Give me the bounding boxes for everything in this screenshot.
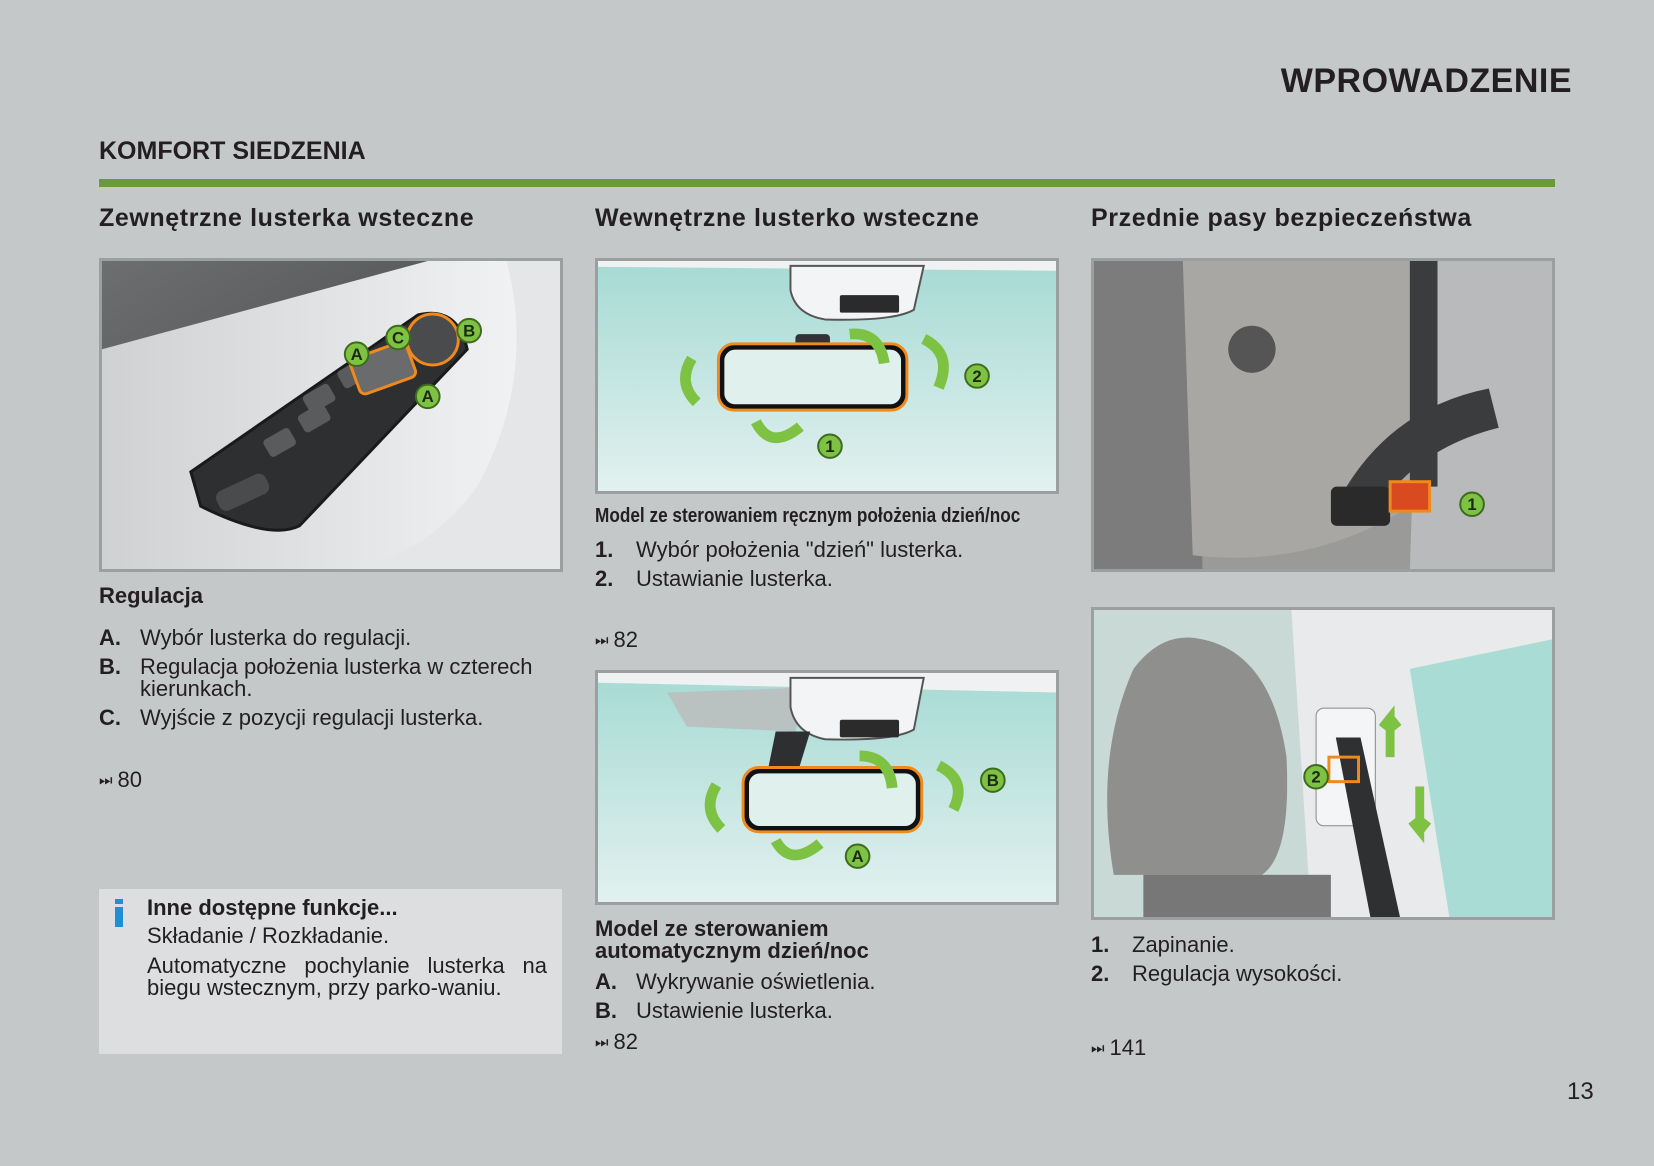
page-reference-link[interactable]: ⏭82 bbox=[595, 627, 638, 652]
list-item: A.Wybór lusterka do regulacji. bbox=[99, 625, 412, 650]
list-item: 1.Wybór położenia "dzień" lusterka. bbox=[595, 537, 964, 562]
adjustment-subheading: Regulacja bbox=[99, 583, 203, 608]
manual-model-caption: Model ze sterowaniem ręcznym położenia d… bbox=[595, 505, 1021, 527]
list-item: 1.Zapinanie. bbox=[1091, 932, 1235, 957]
list-item: B.Ustawienie lusterka. bbox=[595, 998, 833, 1023]
list-item: C.Wyjście z pozycji regulacji lusterka. bbox=[99, 705, 484, 730]
chapter-title: KOMFORT SIEDZENIA bbox=[99, 137, 366, 165]
info-line: Automatyczne pochylanie lusterka na bieg… bbox=[147, 953, 547, 1000]
green-divider bbox=[99, 179, 1555, 187]
list-item: A.Wykrywanie oświetlenia. bbox=[595, 969, 876, 994]
callout-a: A bbox=[351, 345, 363, 364]
page-reference-link[interactable]: ⏭82 bbox=[595, 1029, 638, 1054]
info-title: Inne dostępne funkcje... bbox=[147, 895, 398, 920]
skip-forward-icon: ⏭ bbox=[1091, 1039, 1104, 1057]
seat-belt-list: 1.Zapinanie. 2.Regulacja wysokości. bbox=[1091, 934, 1555, 985]
mirror-control-figure: A B C A bbox=[99, 258, 563, 572]
callout-c: C bbox=[392, 328, 404, 347]
seat-belt-height-figure: 2 bbox=[1091, 607, 1555, 920]
page-number: 13 bbox=[1567, 1078, 1594, 1105]
callout-b: B bbox=[987, 771, 999, 790]
automatic-mirror-figure: B A bbox=[595, 670, 1059, 905]
adjustment-list: A.Wybór lusterka do regulacji. B.Regulac… bbox=[99, 627, 563, 729]
manual-list: 1.Wybór położenia "dzień" lusterka. 2.Us… bbox=[595, 539, 1059, 590]
manual-mirror-figure: 2 1 bbox=[595, 258, 1059, 494]
callout-b: B bbox=[463, 322, 475, 341]
page-reference-link[interactable]: ⏭141 bbox=[1091, 1035, 1147, 1060]
skip-forward-icon: ⏭ bbox=[595, 1033, 608, 1051]
list-item: 2.Regulacja wysokości. bbox=[1091, 961, 1343, 986]
page-reference-link[interactable]: ⏭80 bbox=[99, 767, 142, 792]
section-title: WPROWADZENIE bbox=[1280, 62, 1572, 100]
automatic-list: A.Wykrywanie oświetlenia. B.Ustawienie l… bbox=[595, 971, 1059, 1022]
callout-a-2: A bbox=[422, 387, 434, 406]
list-item: B.Regulacja położenia lusterka w czterec… bbox=[99, 654, 533, 701]
exterior-mirrors-heading: Zewnętrzne lusterka wsteczne bbox=[99, 204, 475, 232]
callout-2: 2 bbox=[1311, 768, 1320, 787]
skip-forward-icon: ⏭ bbox=[99, 771, 112, 789]
list-item: 2.Ustawianie lusterka. bbox=[595, 566, 833, 591]
callout-1: 1 bbox=[825, 437, 834, 456]
callout-a: A bbox=[852, 847, 864, 866]
seat-belts-heading: Przednie pasy bezpieczeństwa bbox=[1091, 204, 1472, 232]
interior-mirror-heading: Wewnętrzne lusterko wsteczne bbox=[595, 204, 980, 232]
info-line: Składanie / Rozkładanie. bbox=[147, 923, 390, 948]
skip-forward-icon: ⏭ bbox=[595, 631, 608, 649]
seat-belt-buckle-figure: 1 bbox=[1091, 258, 1555, 572]
automatic-model-caption: Model ze sterowaniem automatycznym dzień… bbox=[595, 916, 869, 963]
callout-1: 1 bbox=[1467, 495, 1476, 514]
callout-2: 2 bbox=[972, 367, 981, 386]
info-box: Inne dostępne funkcje... Składanie / Roz… bbox=[99, 889, 562, 1054]
info-icon bbox=[115, 899, 123, 927]
